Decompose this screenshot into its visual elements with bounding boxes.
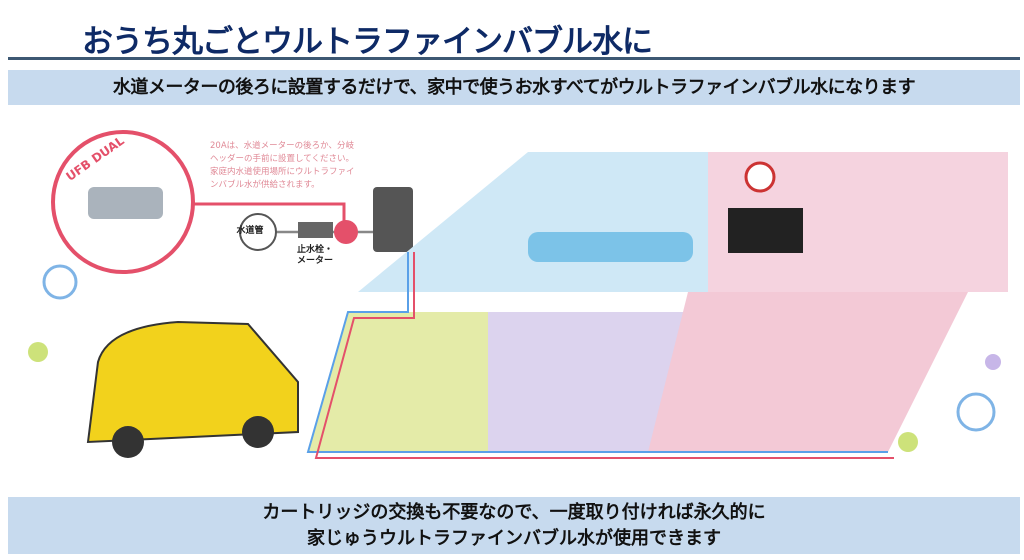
- living-room-floor: [708, 152, 1008, 292]
- kitchen-floor: [648, 292, 968, 452]
- meter-label: 止水栓・ メーター: [290, 245, 340, 267]
- meter-label-line2: メーター: [296, 256, 333, 266]
- decorative-ring: [42, 264, 78, 300]
- car-body: [86, 320, 299, 444]
- footer-banner: カートリッジの交換も不要なので、一度取り付ければ永久的に 家じゅうウルトラファイ…: [8, 497, 1020, 554]
- installation-note: 20Aは、水道メーターの後ろか、分岐ヘッダーの手前に設置してください。家庭内水道…: [210, 141, 355, 190]
- toilet-floor: [308, 312, 488, 452]
- title-divider: [8, 57, 1020, 60]
- washroom-floor: [488, 312, 688, 452]
- page-title: おうち丸ごとウルトラファインバブル水に: [82, 24, 653, 60]
- wall-clock: [744, 161, 776, 193]
- ufb-water-line: [314, 252, 894, 459]
- car-wheel: [112, 426, 144, 458]
- subtitle-banner: 水道メーターの後ろに設置するだけで、家中で使うお水すべてがウルトラファインバブル…: [8, 70, 1020, 105]
- decorative-ring: [956, 392, 996, 432]
- decorative-dot: [898, 432, 918, 452]
- house-illustration: UFB DUAL: [28, 130, 1008, 459]
- decorative-dot: [985, 354, 1001, 370]
- bathtub: [528, 232, 693, 262]
- footer-line-1: カートリッジの交換も不要なので、一度取り付ければ永久的に: [262, 502, 766, 523]
- footer-line-2: 家じゅうウルトラファインバブル水が使用できます: [307, 528, 721, 549]
- decorative-dot: [28, 342, 48, 362]
- water-pipe-circle: [239, 213, 277, 251]
- water-heater: [373, 187, 413, 252]
- television: [728, 208, 803, 253]
- ufb-junction: [334, 220, 358, 244]
- car-wheel: [242, 416, 274, 448]
- meter-box: [298, 222, 333, 238]
- cold-water-line: [306, 252, 888, 453]
- water-pipe-label: 水道管: [236, 226, 264, 236]
- meter-label-line1: 止水栓・: [296, 245, 333, 255]
- ufb-device: [88, 187, 163, 219]
